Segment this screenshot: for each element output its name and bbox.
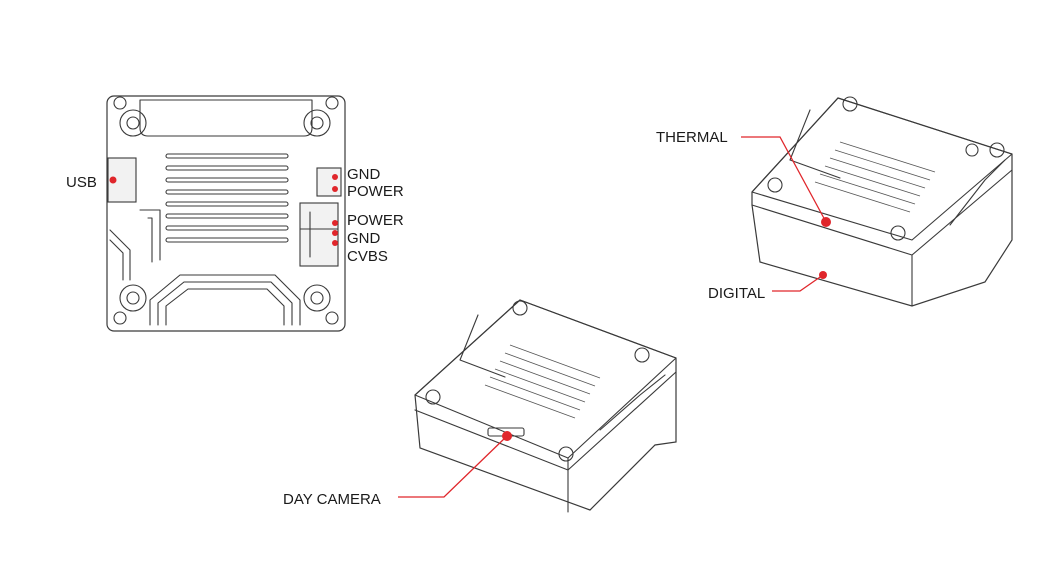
back-view: [106, 95, 346, 332]
thermal-module-body: [751, 97, 1013, 307]
power-bottom-dot: [332, 220, 338, 226]
top-connector: [316, 167, 342, 197]
cvbs-dot: [332, 240, 338, 246]
digital-dot: [819, 271, 827, 279]
power-top-dot: [332, 186, 338, 192]
back-view-screws: [113, 96, 339, 325]
digital-label: DIGITAL: [708, 285, 765, 302]
gnd-top-label: GND: [347, 166, 381, 183]
cvbs-label: CVBS: [347, 248, 388, 265]
gnd-bottom-label: GND: [347, 230, 381, 247]
day-camera-screws: [425, 300, 650, 462]
back-view-grooves: [109, 209, 301, 326]
gnd-top-dot: [332, 174, 338, 180]
bottom-connector: [299, 202, 339, 267]
thermal-label: THERMAL: [656, 129, 728, 146]
day-camera-dot: [502, 431, 512, 441]
day-camera-label: DAY CAMERA: [283, 491, 381, 508]
digital-leader: [772, 274, 824, 292]
thermal-leader: [741, 136, 827, 223]
callouts: [109, 136, 831, 498]
thermal-module: [751, 96, 1013, 307]
back-view-cooling-slots: [165, 153, 289, 243]
usb-dot: [109, 176, 117, 184]
back-view-top-plate: [139, 99, 313, 137]
usb-label: USB: [66, 174, 97, 191]
thermal-module-top: [751, 97, 1013, 241]
power-bottom-label: POWER: [347, 212, 404, 229]
thermal-dot: [821, 217, 831, 227]
power-top-label: POWER: [347, 183, 404, 200]
day-camera-module: [414, 299, 677, 513]
thermal-module-slots: [814, 141, 936, 213]
gnd-bottom-dot: [332, 230, 338, 236]
day-camera-body: [414, 299, 677, 511]
day-camera-leader: [398, 435, 508, 498]
thermal-module-screws: [767, 96, 1005, 241]
day-camera-slots: [484, 344, 601, 419]
